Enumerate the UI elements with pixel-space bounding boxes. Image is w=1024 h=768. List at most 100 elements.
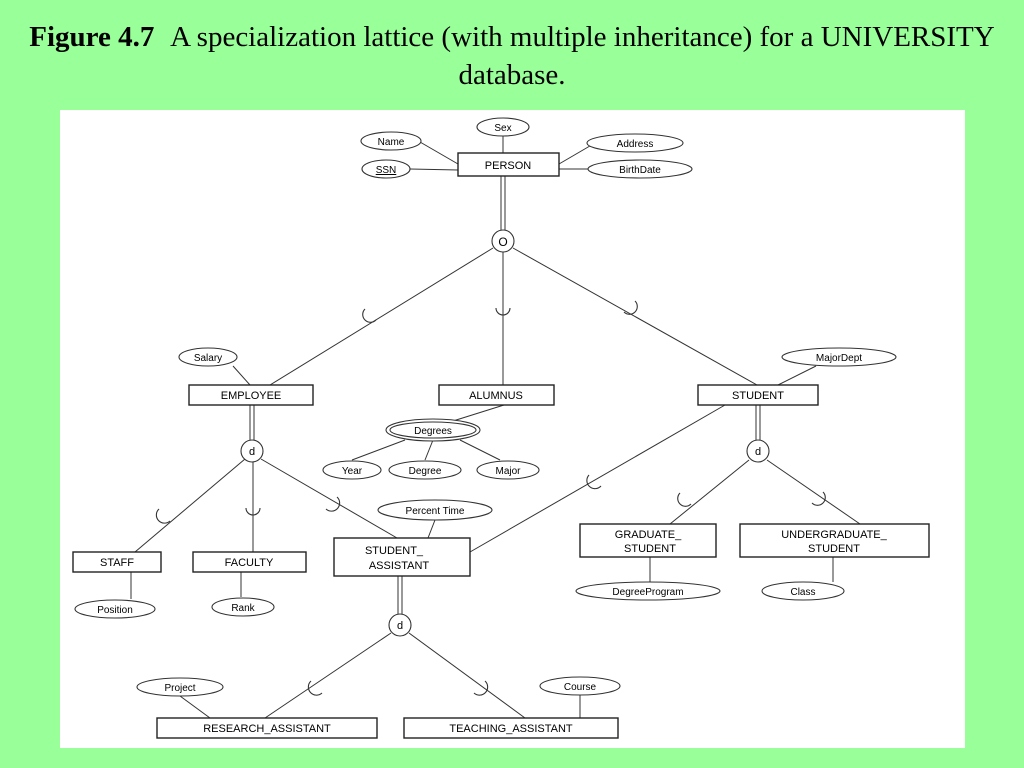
entity-alumnus-label: ALUMNUS [469,390,523,402]
attributes: Name SSN Sex Address BirthDate Salary De… [74,117,897,697]
entity-graduate-student [579,523,717,558]
subset-symbol-employee [362,308,377,323]
entity-undergraduate-student [739,523,930,558]
line-degrees [452,404,505,422]
diagram-panel: Name SSN Sex Address BirthDate Salary De… [60,110,965,748]
line-degree [424,439,434,461]
disjoint-circle-student-assistant [388,613,412,637]
attr-year [322,460,382,480]
entity-research-assistant [156,717,378,739]
eer-diagram: Name SSN Sex Address BirthDate Salary De… [72,117,930,739]
line-project [179,695,211,719]
entity-teaching-assistant [403,717,619,739]
entity-research-assistant-label: RESEARCH_ASSISTANT [203,723,331,735]
attr-rank [211,597,275,617]
entity-student-label: STUDENT [732,390,784,402]
attr-course-label: Course [564,682,597,693]
disjoint-circle-employee-label: d [249,446,255,458]
attr-class [761,581,845,601]
line-d-undergraduate [766,459,861,525]
entity-alumnus [438,384,555,406]
line-d-student-assistant [260,458,398,539]
attr-ssn-label: SSN [376,165,397,176]
attr-salary-label: Salary [194,353,222,364]
entity-undergraduate-student-label-line1: UNDERGRADUATE_ [781,529,887,541]
line-percent-time [427,519,436,539]
attr-project-label: Project [164,683,195,694]
subset-symbol-graduate [677,492,692,507]
line-o-employee [269,247,494,386]
attr-address [586,133,684,153]
line-majordept [777,365,817,386]
entity-graduate-student-label-line1: GRADUATE_ [615,529,682,541]
attr-percent-time-label: Percent Time [406,506,465,517]
entity-undergraduate-student-label-line2: STUDENT [808,543,860,555]
attr-degree-label: Degree [409,466,442,477]
line-d-graduate [669,459,750,525]
attr-position [74,599,156,619]
entity-employee-label: EMPLOYEE [221,390,282,402]
entity-teaching-assistant-label: TEACHING_ASSISTANT [449,723,573,735]
attr-class-label: Class [790,587,815,598]
line-salary [232,365,251,386]
attr-ssn [361,159,411,179]
attr-birthdate [587,159,693,179]
attr-degree-program [575,581,721,601]
entity-student-assistant-label-line1: STUDENT_ [365,545,424,557]
entity-student-assistant [333,537,471,577]
attr-major-label: Major [495,466,521,477]
line-student-student-assistant [469,404,726,553]
attr-birthdate-label: BirthDate [619,165,661,176]
overlap-circle-person-label: O [498,235,507,249]
overlap-circle-person [491,229,515,253]
subset-symbol-student [623,300,638,315]
subset-symbol-alumnus [495,307,511,316]
attr-sex-label: Sex [494,123,511,134]
attr-sex [476,117,530,137]
entity-employee [188,384,314,406]
subset-symbol-research [307,680,323,696]
entity-person-label: PERSON [485,160,532,172]
disjoint-circle-student-label: d [755,446,761,458]
attr-position-label: Position [97,605,133,616]
attr-degrees-label: Degrees [414,426,452,437]
attr-salary [178,347,238,367]
disjoint-circle-student-assistant-label: d [397,620,403,632]
attr-majordept-label: MajorDept [816,353,862,364]
disjoint-circle-student [746,439,770,463]
line-major [459,439,501,461]
subset-symbol-sa-student [586,474,602,490]
entity-faculty [192,551,307,573]
entity-student-assistant-label-line2: ASSISTANT [369,560,430,572]
entities: PERSON EMPLOYEE ALUMNUS STUDENT STAFF FA… [72,152,930,739]
attr-name-label: Name [378,137,405,148]
attr-degree [388,460,462,480]
attr-year-label: Year [342,466,363,477]
line-d-teaching [408,632,526,719]
entity-person [457,152,560,177]
attr-course [539,676,621,696]
attr-majordept [781,347,897,367]
connector-lines [130,136,861,719]
figure-caption-text: A specialization lattice (with multiple … [170,21,995,91]
attr-project [136,677,224,697]
specialization-circles: O d d d [240,229,770,637]
line-ssn [409,168,459,171]
entity-faculty-label: FACULTY [225,557,274,569]
figure-caption: Figure 4.7 A specialization lattice (wit… [0,18,1024,94]
subset-symbol-sa-employee [325,496,341,512]
attr-percent-time [377,499,493,521]
entity-staff-label: STAFF [100,557,134,569]
attr-rank-label: Rank [231,603,255,614]
attr-degree-program-label: DegreeProgram [612,587,683,598]
subset-symbols [155,300,826,696]
entity-graduate-student-label-line2: STUDENT [624,543,676,555]
subset-symbol-faculty [245,507,261,516]
entity-staff [72,551,162,573]
figure-label: Figure 4.7 [29,21,155,53]
line-address [558,142,596,165]
attr-degrees [389,421,477,439]
subset-symbol-staff [155,508,171,524]
line-d-research [264,632,392,719]
line-d-staff [134,458,246,553]
